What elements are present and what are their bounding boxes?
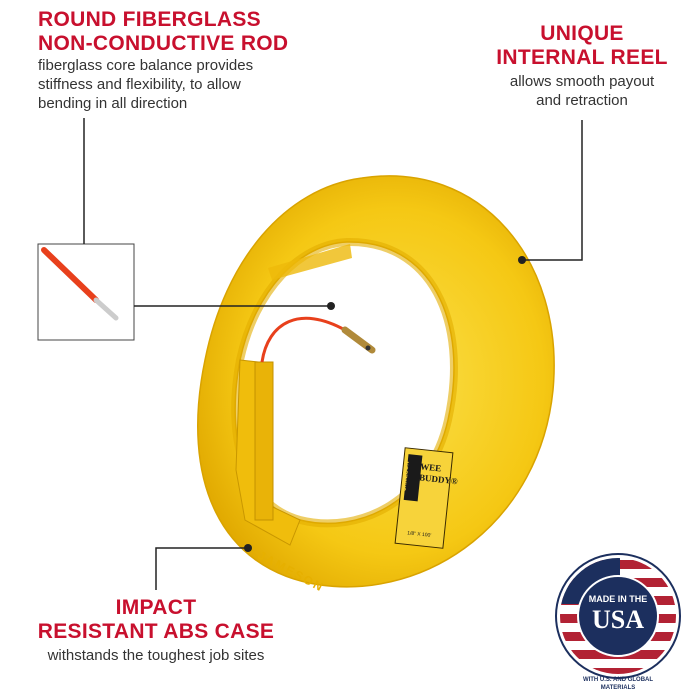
rod-description: fiberglass core balance provides stiffne… [38,56,253,113]
rod-desc-line3: bending in all direction [38,95,188,112]
rod-desc-line2: stiffness and flexibility, to allow [38,76,241,93]
case-title-line2: RESISTANT ABS CASE [37,620,275,643]
rod-title: ROUND FIBERGLASS NON-CONDUCTIVE ROD [38,8,288,56]
case-description: withstands the toughest job sites [18,646,294,665]
badge-line1: MADE IN THE [588,594,648,604]
fiberglass-rod [260,316,376,363]
reel-title-line2: INTERNAL REEL [496,46,668,69]
reel-desc-line2: and retraction [536,92,628,109]
rod-title-line1: ROUND FIBERGLASS [38,8,261,31]
leader-dots [244,256,526,552]
case-title-line1: IMPACT [115,596,197,619]
reel-description: allows smooth payout and retraction [470,72,694,110]
rod-inset [37,243,135,341]
reel-title: UNIQUE INTERNAL REEL [470,22,694,70]
case-desc-line1: withstands the toughest job sites [47,647,265,664]
reel-title-line1: UNIQUE [540,22,624,45]
reel-case [197,175,555,588]
rod-desc-line1: fiberglass core balance provides [38,57,254,74]
product-label-text: JAMESON WEE BUDDY® 1/8" X 100' [401,454,459,539]
badge-arc-text: WITH U.S. AND GLOBAL MATERIALS [582,677,654,691]
leader-lines [83,118,583,590]
reel-desc-line1: allows smooth payout [509,73,655,90]
rod-title-line2: NON-CONDUCTIVE ROD [38,32,289,55]
case-title: IMPACT RESISTANT ABS CASE [18,596,294,644]
badge-line2: USA [591,605,644,634]
made-in-usa-badge [555,553,681,679]
